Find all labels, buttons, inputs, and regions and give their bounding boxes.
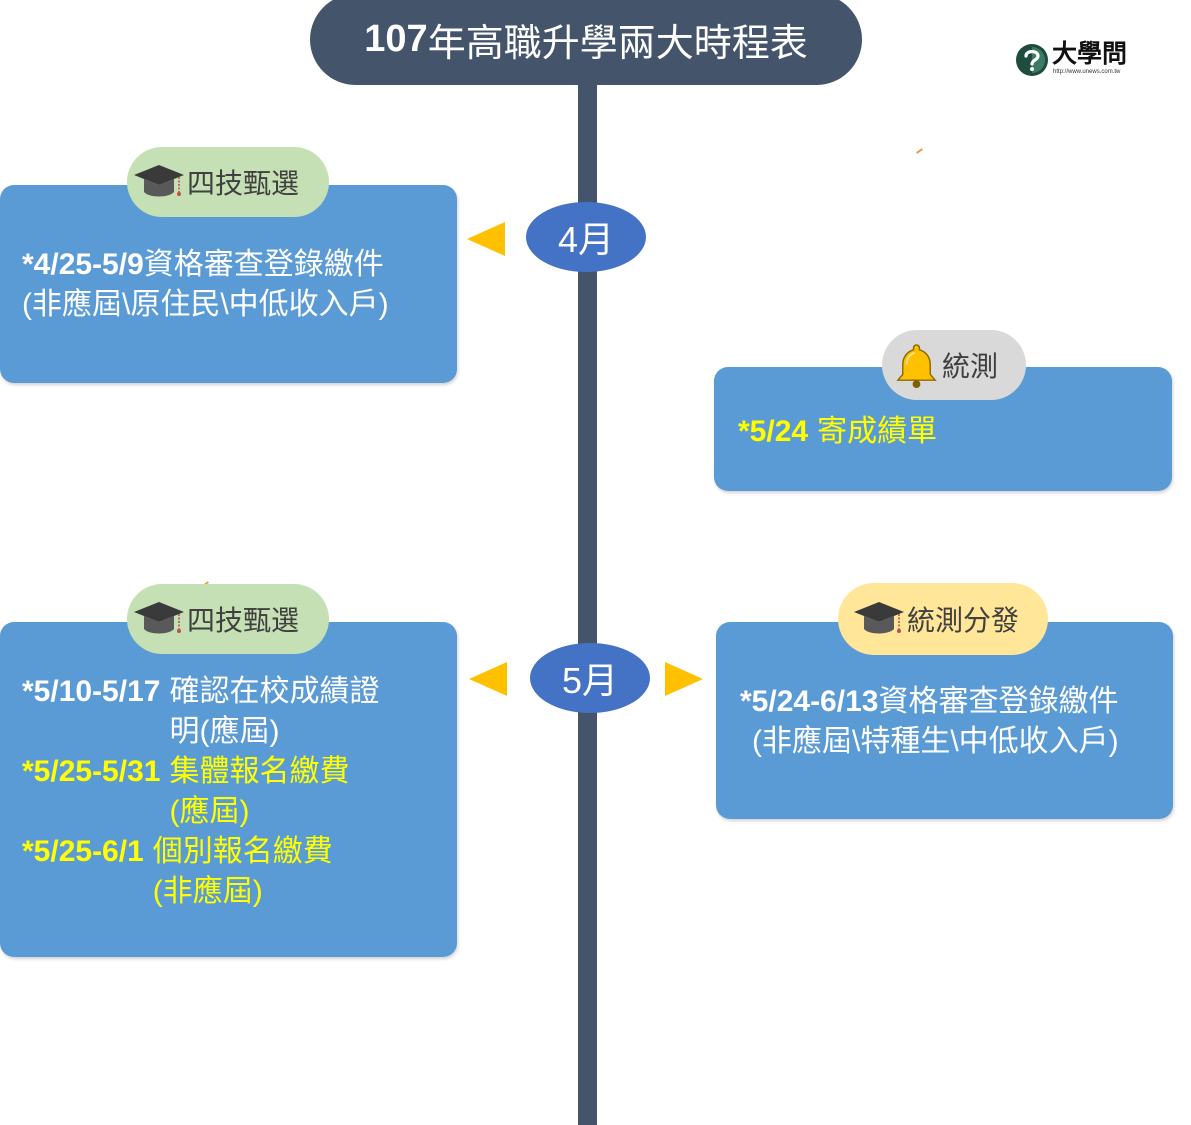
category-label-exam-distribution: 統測分發 <box>838 583 1048 655</box>
category-label-exam: 統測 <box>882 330 1026 400</box>
title-year: 107 <box>364 18 428 60</box>
title-text: 年高職升學兩大時程表 <box>427 23 808 65</box>
arrow-left-icon <box>469 662 507 696</box>
category-label-text: 統測 <box>942 351 999 382</box>
category-label-skill-selection: 四技甄選 <box>127 584 329 654</box>
arrow-right-icon <box>665 662 703 696</box>
event-text: 資格審查登錄繳件 <box>143 248 384 281</box>
event-date: *5/25-6/1 <box>22 835 144 868</box>
schedule-item: *5/25-6/1 個別報名繳費 (非應屆) <box>22 832 457 912</box>
event-text: (非應屆\原住民\中低收入戶) <box>22 288 389 321</box>
spacer <box>22 792 160 832</box>
event-date: *5/10-5/17 <box>22 675 161 708</box>
category-label-text: 四技甄選 <box>187 168 300 199</box>
month-label: 4月 <box>557 219 615 260</box>
logo: 大學問 http://www.unews.com.tw <box>1014 38 1144 80</box>
event-text: 集體報名繳費 <box>169 755 350 788</box>
event-text: 寄成績單 <box>817 415 938 448</box>
bell-icon <box>896 343 937 388</box>
schedule-item: *5/10-5/17 確認在校成績證 明(應屆) <box>22 672 457 752</box>
spacer <box>22 872 144 912</box>
event-line: (非應屆\原住民\中低收入戶) <box>22 285 457 325</box>
logo-name: 大學問 <box>1052 40 1128 68</box>
decorative-tick <box>916 148 923 154</box>
event-text-continued: 明(應屆) <box>169 715 280 748</box>
may-skill-selection-box: *5/10-5/17 確認在校成績證 明(應屆) *5/25-5/31 集體報名… <box>0 622 457 957</box>
category-label-skill-selection: 四技甄選 <box>127 147 329 217</box>
event-date: *5/24-6/13 <box>740 685 879 718</box>
event-text: 資格審查登錄繳件 <box>878 685 1119 718</box>
graduation-cap-icon <box>854 602 904 634</box>
event-date: *5/24 <box>738 415 809 448</box>
schedule-item: *5/25-5/31 集體報名繳費 (應屆) <box>22 752 457 832</box>
arrow-left-icon <box>467 222 505 256</box>
event-text-continued: (應屆) <box>169 795 250 828</box>
event-text: 確認在校成績證 <box>169 675 380 708</box>
graduation-cap-icon <box>134 602 184 634</box>
event-text: 個別報名繳費 <box>152 835 333 868</box>
question-circle-icon <box>1016 44 1048 76</box>
timeline-axis <box>578 80 597 1125</box>
graduation-cap-icon <box>134 165 184 197</box>
event-date: *4/25-5/9 <box>22 248 144 281</box>
event-text: (非應屆\特種生\中低收入戶) <box>752 725 1119 758</box>
event-line: (非應屆\特種生\中低收入戶) <box>740 722 1173 762</box>
event-line: *5/24-6/13資格審查登錄繳件 <box>740 682 1173 722</box>
event-line: *4/25-5/9資格審查登錄繳件 <box>22 245 457 285</box>
month-marker-april: 4月 <box>526 202 646 272</box>
spacer <box>22 712 160 752</box>
category-label-text: 統測分發 <box>907 605 1020 636</box>
april-skill-selection-box: *4/25-5/9資格審查登錄繳件 (非應屆\原住民\中低收入戶) <box>0 185 457 383</box>
event-date: *5/25-5/31 <box>22 755 161 788</box>
month-label: 5月 <box>561 660 619 701</box>
logo-url: http://www.unews.com.tw <box>1053 69 1121 75</box>
event-text-continued: (非應屆) <box>152 875 263 908</box>
category-label-text: 四技甄選 <box>187 605 300 636</box>
month-marker-may: 5月 <box>530 643 650 713</box>
